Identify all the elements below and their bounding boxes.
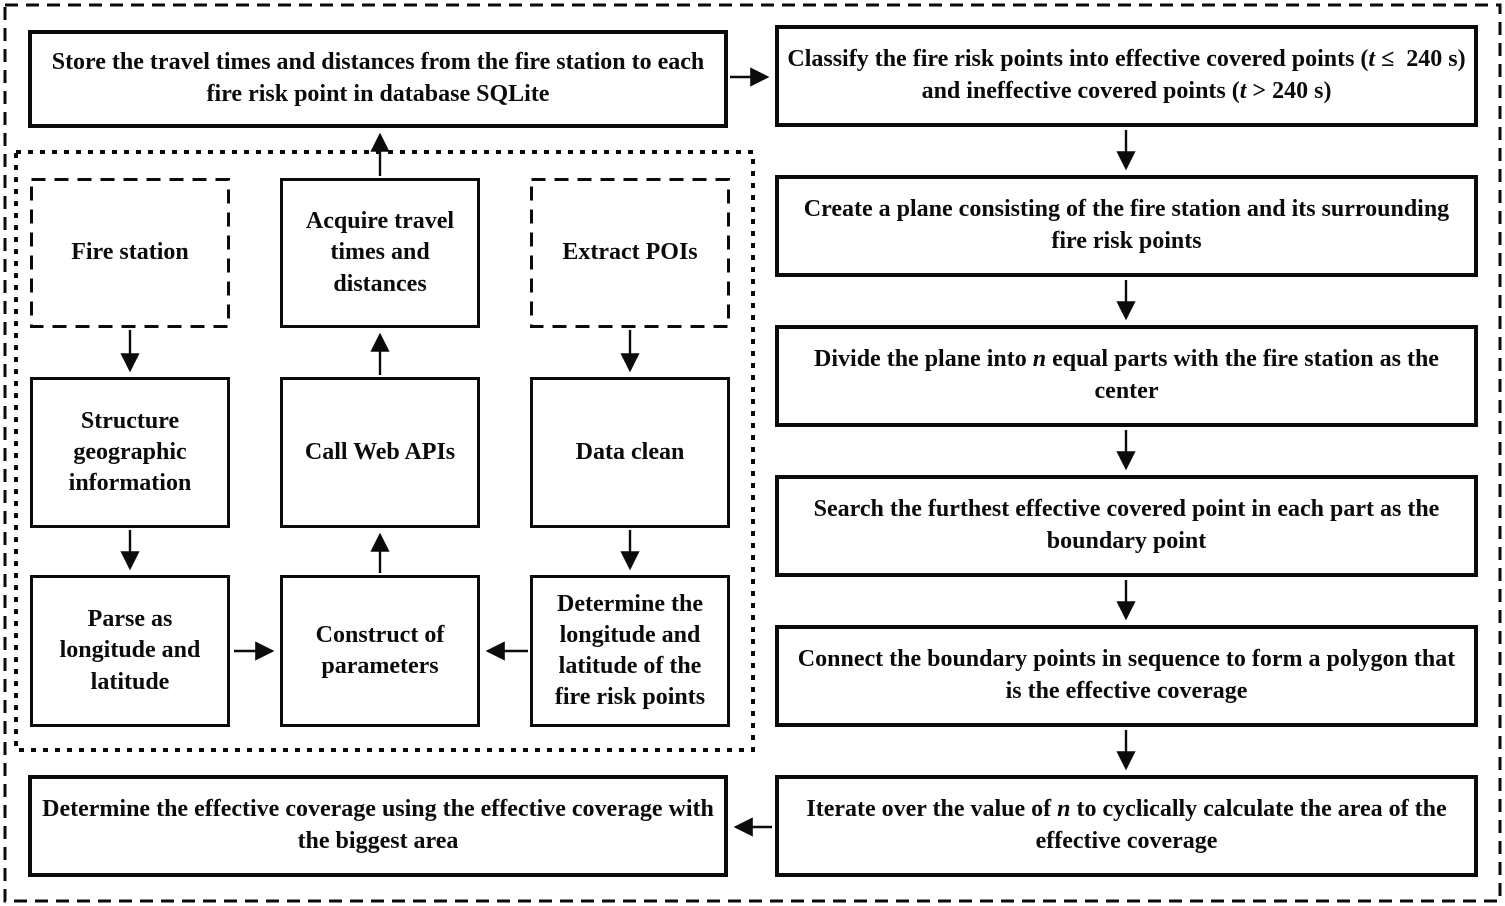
box-acquire-travel: Acquire travel times and distances	[280, 178, 480, 328]
box-fire-station: Fire station	[30, 178, 230, 328]
box-iterate-n-text2: to cyclically calculate the area of the …	[1035, 796, 1447, 854]
box-construct-parameters: Construct of parameters	[280, 575, 480, 727]
box-extract-pois: Extract POIs	[530, 178, 730, 328]
box-classify-points-text: Classify the fire risk points into effec…	[787, 46, 1369, 73]
box-search-furthest: Search the furthest effective covered po…	[775, 475, 1478, 577]
box-store-database: Store the travel times and distances fro…	[28, 30, 728, 128]
box-create-plane-text: Create a plane consisting of the fire st…	[803, 196, 1450, 254]
box-iterate-n-text: Iterate over the value of	[806, 796, 1058, 823]
box-fire-station-text: Fire station	[71, 239, 189, 266]
box-classify-points-var-t1: t	[1368, 46, 1376, 73]
box-final-effective-coverage-text: Determine the effective coverage using t…	[42, 796, 714, 854]
box-divide-plane-text: Divide the plane into	[814, 346, 1033, 373]
box-divide-plane-text2: equal parts with the fire station as the…	[1046, 346, 1439, 404]
box-determine-longitude-latitude: Determine the longitude and latitude of …	[530, 575, 730, 727]
box-search-furthest-text: Search the furthest effective covered po…	[813, 496, 1440, 554]
box-connect-boundary: Connect the boundary points in sequence …	[775, 625, 1478, 727]
box-call-web-apis: Call Web APIs	[280, 377, 480, 528]
box-call-web-apis-text: Call Web APIs	[304, 438, 456, 465]
box-determine-longitude-latitude-text: Determine the longitude and latitude of …	[554, 590, 706, 711]
box-classify-points-text2: ≤ 240 s) and ineffective covered points …	[921, 46, 1466, 104]
box-parse-longitude-latitude: Parse as longitude and latitude	[30, 575, 230, 727]
box-parse-longitude-latitude-text: Parse as longitude and latitude	[59, 606, 201, 695]
box-classify-points-var-t2: t	[1239, 78, 1247, 104]
box-final-effective-coverage: Determine the effective coverage using t…	[28, 775, 728, 877]
box-iterate-n-var-n: n	[1057, 796, 1071, 823]
box-iterate-n: Iterate over the value of n to cyclicall…	[775, 775, 1478, 877]
box-divide-plane: Divide the plane into n equal parts with…	[775, 325, 1478, 427]
box-structure-geographic-text: Structure geographic information	[68, 407, 192, 497]
box-data-clean: Data clean	[530, 377, 730, 528]
box-extract-pois-text: Extract POIs	[562, 239, 698, 266]
box-connect-boundary-text: Connect the boundary points in sequence …	[797, 646, 1456, 704]
box-create-plane: Create a plane consisting of the fire st…	[775, 175, 1478, 277]
box-classify-points-text3: > 240 s)	[1246, 78, 1332, 104]
box-data-clean-text: Data clean	[575, 438, 685, 465]
box-classify-points: Classify the fire risk points into effec…	[775, 25, 1478, 127]
box-divide-plane-var-n: n	[1032, 346, 1047, 373]
box-construct-parameters-text: Construct of parameters	[315, 621, 445, 679]
box-structure-geographic: Structure geographic information	[30, 377, 230, 528]
box-store-database-text: Store the travel times and distances fro…	[51, 49, 705, 107]
box-acquire-travel-text: Acquire travel times and distances	[305, 208, 455, 297]
